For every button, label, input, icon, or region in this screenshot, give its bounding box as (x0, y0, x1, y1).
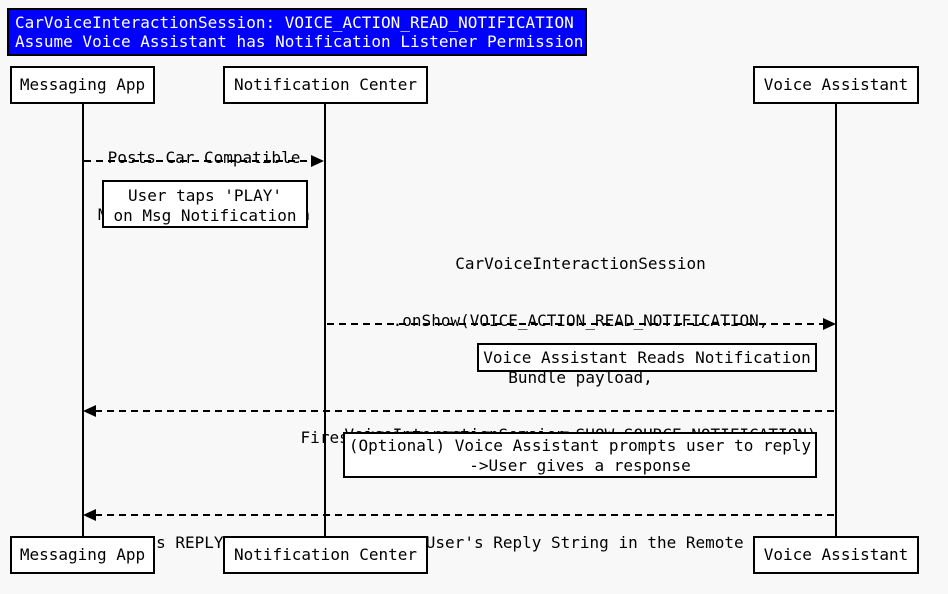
message-line: Bundle payload, (508, 368, 653, 387)
actor-top-notification-center: Notification Center (223, 66, 428, 104)
actor-label: Messaging App (19, 545, 146, 564)
note-line: ->User gives a response (469, 456, 691, 475)
note-optional-prompt: (Optional) Voice Assistant prompts user … (343, 432, 817, 478)
note-reads-notification: Voice Assistant Reads Notification (477, 343, 817, 372)
actor-top-voice-assistant: Voice Assistant (753, 66, 919, 104)
actor-bottom-voice-assistant: Voice Assistant (753, 536, 919, 574)
note-line: on Msg Notification (113, 206, 297, 225)
actor-label: Voice Assistant (763, 75, 909, 94)
actor-top-messaging-app: Messaging App (10, 66, 155, 104)
actor-label: Notification Center (233, 75, 418, 94)
note-line: User taps 'PLAY' (127, 186, 283, 205)
message-reply-intent-label: Fires REPLY Pending Intent with User's R… (83, 495, 836, 590)
lifeline-messaging-app (82, 104, 84, 536)
diagram-title-line1: CarVoiceInteractionSession: VOICE_ACTION… (15, 13, 574, 32)
actor-bottom-messaging-app: Messaging App (10, 536, 155, 574)
actor-label: Voice Assistant (763, 545, 909, 564)
lifeline-notification-center (324, 104, 326, 536)
actor-label: Messaging App (19, 75, 146, 94)
note-user-taps-play: User taps 'PLAY' on Msg Notification (102, 180, 308, 228)
message-line: Fires REPLY Pending Intent with User's R… (117, 533, 802, 552)
message-line: .onShow(VOICE_ACTION_READ_NOTIFICATION, (392, 311, 769, 330)
actor-bottom-notification-center: Notification Center (223, 536, 428, 574)
diagram-title: CarVoiceInteractionSession: VOICE_ACTION… (7, 8, 587, 56)
diagram-title-line2: Assume Voice Assistant has Notification … (15, 32, 584, 51)
note-line: (Optional) Voice Assistant prompts user … (348, 436, 812, 455)
message-line: Posts Car Compatible (107, 148, 301, 167)
note-line: Voice Assistant Reads Notification (483, 348, 811, 367)
message-line: CarVoiceInteractionSession (455, 254, 706, 273)
actor-label: Notification Center (233, 545, 418, 564)
lifeline-voice-assistant (835, 104, 837, 536)
